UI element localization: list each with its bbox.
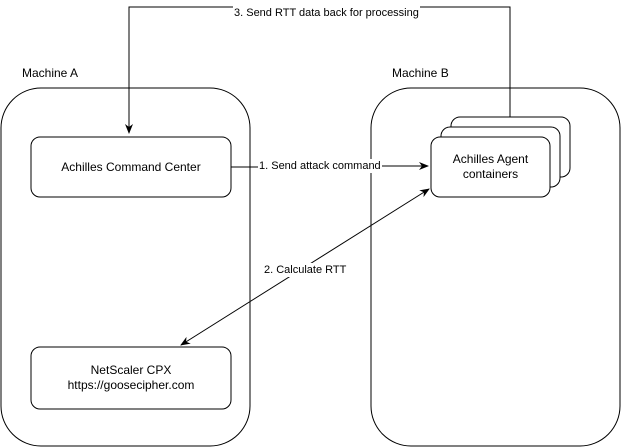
agents-text-line2: containers — [462, 167, 519, 181]
cpx-text-line2: https://goosecipher.com — [67, 378, 195, 392]
cpx-label: NetScaler CPX https://goosecipher.com — [31, 347, 231, 409]
agents-label: Achilles Agent containers — [431, 137, 550, 197]
cpx-node — [30, 346, 232, 410]
cpx-text-line1: NetScaler CPX — [90, 363, 172, 377]
command-center-text: Achilles Command Center — [61, 159, 201, 174]
machine-b-title: Machine B — [392, 66, 449, 80]
edge-label-step3: 3. Send RTT data back for processing — [233, 6, 420, 20]
agents-text-line1: Achilles Agent — [452, 152, 529, 166]
agents-node — [430, 136, 551, 198]
edge-label-step2: 2. Calculate RTT — [263, 263, 348, 277]
edge-label-step1: 1. Send attack command — [258, 159, 382, 173]
command-center-label: Achilles Command Center — [31, 137, 231, 197]
machine-a-title: Machine A — [22, 66, 79, 80]
